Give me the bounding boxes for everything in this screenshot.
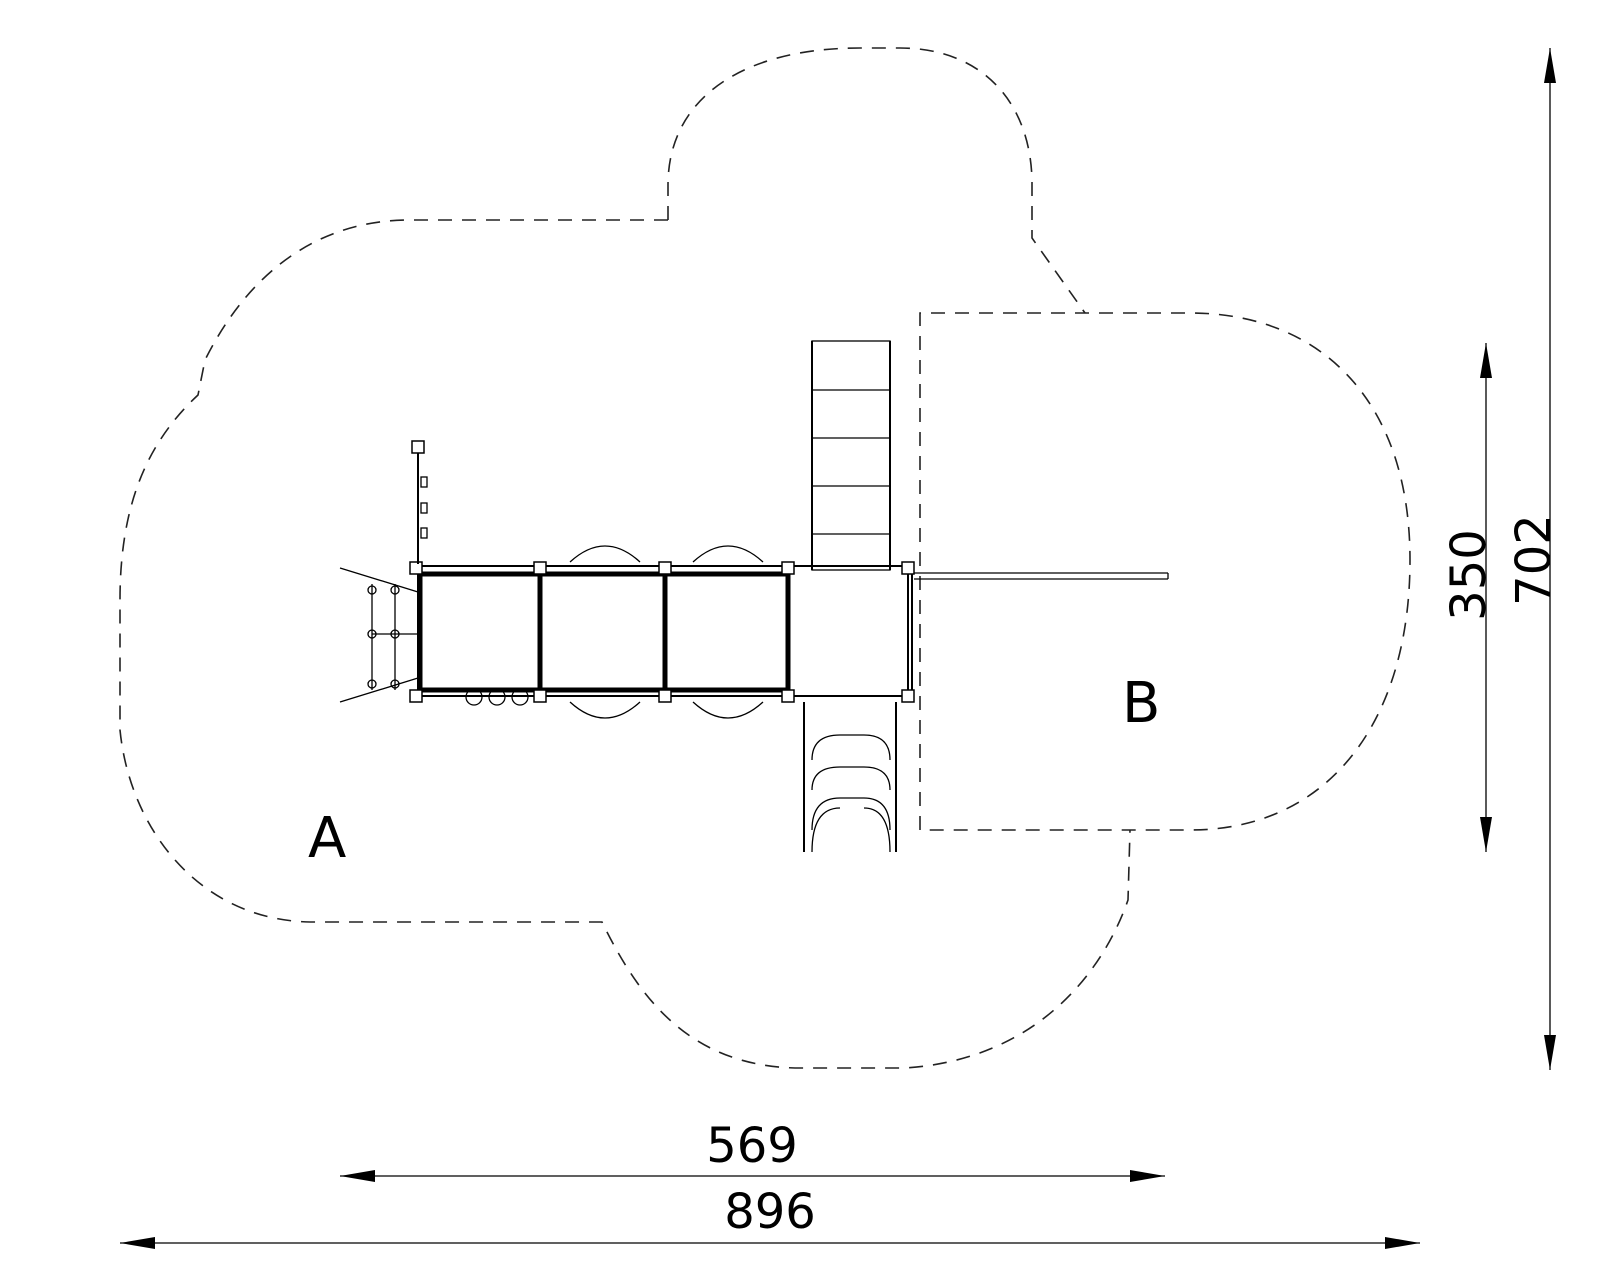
roof-arc xyxy=(692,545,764,563)
dimension-height-outer: 702 xyxy=(1506,48,1562,1070)
climbing-net xyxy=(339,567,419,703)
stairs xyxy=(803,702,897,853)
ball-panel-disc xyxy=(465,688,483,706)
dimension-label-350: 350 xyxy=(1441,529,1497,621)
post xyxy=(409,561,423,575)
post xyxy=(901,689,915,703)
safety-zone-a-outline xyxy=(119,219,1131,1069)
dimension-label-702: 702 xyxy=(1506,514,1562,606)
zone-label-b: B xyxy=(1122,671,1160,736)
roof-arc xyxy=(692,701,764,719)
safety-zone-top-lobe xyxy=(667,47,1086,314)
side-ladder xyxy=(411,440,428,564)
play-structure xyxy=(339,340,1169,853)
post xyxy=(781,561,795,575)
slide xyxy=(811,340,891,571)
dimension-label-569: 569 xyxy=(706,1118,798,1174)
post xyxy=(658,689,672,703)
dimension-height-inner: 350 xyxy=(1441,343,1497,852)
post xyxy=(781,689,795,703)
post xyxy=(533,561,547,575)
dimension-label-896: 896 xyxy=(724,1184,816,1240)
roof-arc xyxy=(569,545,641,563)
ball-panel-disc xyxy=(511,688,529,706)
post xyxy=(533,689,547,703)
post xyxy=(901,561,915,575)
post xyxy=(409,689,423,703)
post xyxy=(658,561,672,575)
roof-arc xyxy=(569,701,641,719)
ball-panel-disc xyxy=(488,688,506,706)
safety-zone-b-outline xyxy=(919,312,1411,831)
dimension-width-outer: 896 xyxy=(120,1184,1420,1249)
dimension-width-inner: 569 xyxy=(340,1118,1165,1182)
zone-label-a: A xyxy=(308,806,346,871)
horizontal-bar xyxy=(914,572,1169,580)
